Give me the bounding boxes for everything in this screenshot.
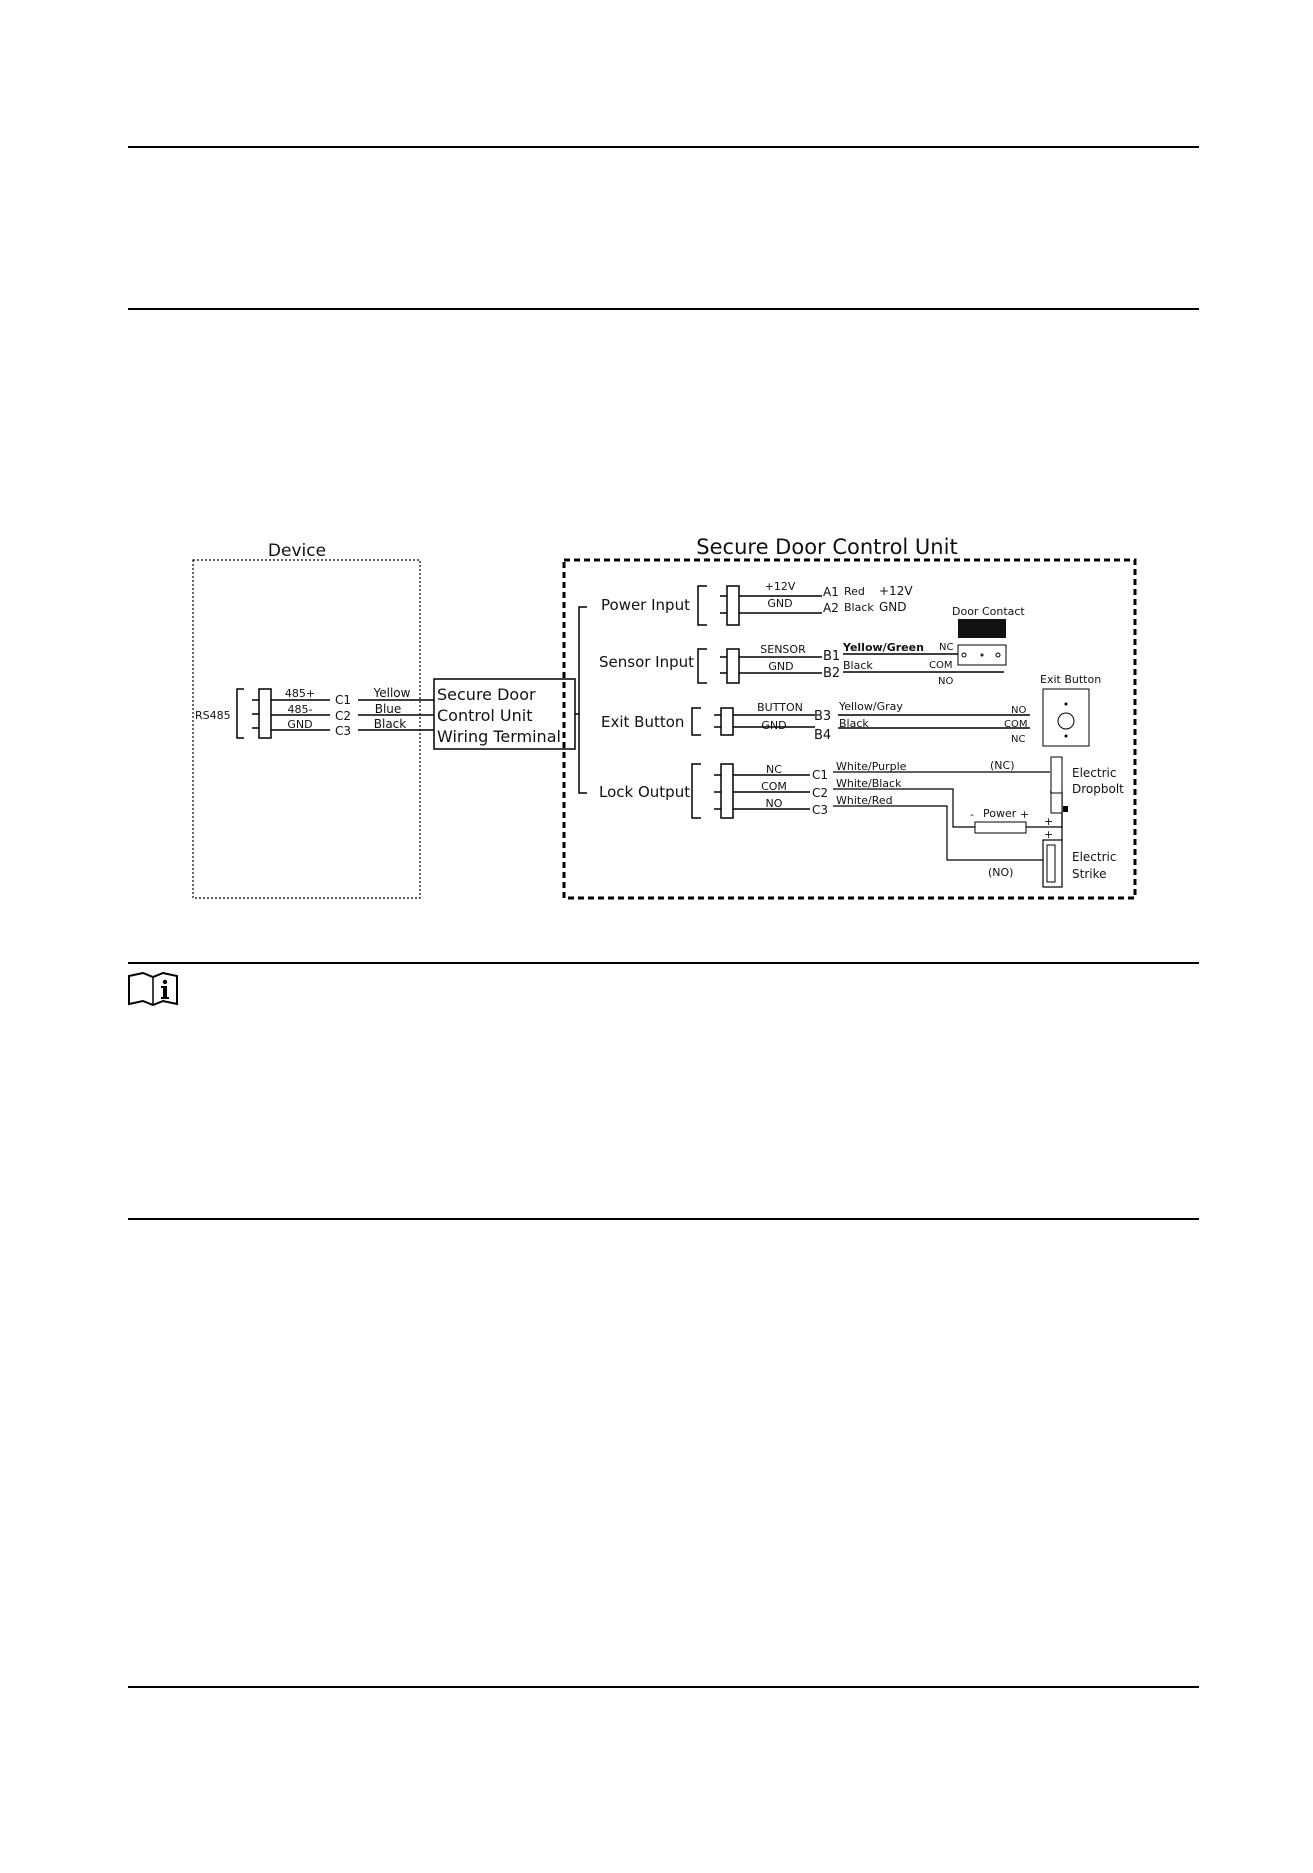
power-pin-2-terminal: A2 [823, 601, 839, 615]
sensor-pin-1-wire: Yellow/Green [842, 641, 924, 654]
sensor-pin-1-signal: SENSOR [760, 643, 806, 656]
strike-label-2: Strike [1072, 867, 1107, 881]
page-rule-3 [128, 962, 1199, 964]
dropbolt-label-1: Electric [1072, 766, 1116, 780]
page-rule-2 [128, 308, 1199, 310]
info-note-icon [128, 972, 178, 1006]
control-unit-box [562, 558, 1137, 900]
device-pin-3-signal: GND [287, 718, 312, 731]
exit-pin-1-wire: Yellow/Gray [838, 700, 903, 713]
dropbolt-pin [1063, 806, 1068, 812]
power-minus-label: - [970, 808, 974, 821]
control-unit-title: Secure Door Control Unit [696, 535, 957, 559]
door-contact-label: Door Contact [952, 605, 1025, 618]
exit-button-label: Exit Button [601, 713, 684, 731]
lock-pin-1-terminal: C1 [812, 768, 828, 782]
lock-pin-2-wire: White/Black [836, 777, 902, 790]
power-pin-2-signal: GND [767, 597, 792, 610]
page-rule-4 [128, 1218, 1199, 1220]
exit-pin-2-wire: Black [839, 717, 869, 730]
lock-pin-1-wire: White/Purple [836, 760, 907, 773]
exit-button-device-label: Exit Button [1040, 673, 1101, 686]
door-contact-com: COM [929, 660, 952, 671]
lock-pin-3-signal: NO [766, 797, 783, 810]
sensor-input-label: Sensor Input [599, 653, 694, 671]
power-pin-2-dest: GND [879, 600, 907, 614]
lock-pin-3-terminal: C3 [812, 803, 828, 817]
device-connector [236, 688, 272, 739]
sensor-pin-1-terminal: B1 [823, 649, 840, 664]
sensor-pin-2-signal: GND [768, 660, 793, 673]
exit-button-push-icon [1057, 712, 1075, 730]
power-connector [697, 585, 822, 626]
device-pin-2-signal: 485- [288, 703, 313, 716]
exit-contact-com: COM [1004, 719, 1027, 730]
dropbolt-body [1050, 756, 1063, 814]
device-pin-2-terminal: C2 [335, 709, 351, 723]
power-pin-1-signal: +12V [765, 580, 796, 593]
wiring-terminal-line-2: Control Unit [437, 706, 533, 725]
exit-button-dot-top [1064, 702, 1068, 706]
device-pin-3-wire: Black [374, 717, 407, 731]
power-pin-1-terminal: A1 [823, 585, 839, 599]
wiring-terminal-line-3: Wiring Terminal [437, 727, 561, 746]
rs485-label: RS485 [195, 709, 231, 722]
lock-pin-2-terminal: C2 [812, 786, 828, 800]
lock-no-label: (NO) [988, 866, 1013, 879]
exit-connector [691, 707, 1030, 736]
power-plus-bottom: + [1044, 828, 1053, 841]
dropbolt-label-2: Dropbolt [1072, 782, 1124, 796]
strike-label-1: Electric [1072, 850, 1116, 864]
page-rule-5 [128, 1686, 1199, 1688]
power-plus-label: + [1020, 808, 1029, 821]
door-contact-nc: NC [939, 642, 953, 653]
lock-output-label: Lock Output [599, 783, 690, 801]
device-pin-1-signal: 485+ [285, 687, 315, 700]
lock-connector [691, 763, 810, 819]
door-contact-no: NO [938, 676, 953, 687]
door-contact-magnet [958, 619, 1006, 638]
device-pin-2-wire: Blue [375, 702, 402, 716]
power-supply-symbol [974, 821, 1027, 834]
device-pin-3-terminal: C3 [335, 724, 351, 738]
exit-pin-1-terminal: B3 [814, 709, 831, 724]
power-input-label: Power Input [601, 596, 690, 614]
device-pin-1-terminal: C1 [335, 693, 351, 707]
strike-plate [1046, 844, 1056, 883]
device-box [192, 559, 421, 899]
power-label: Power [983, 807, 1017, 820]
sensor-pin-2-terminal: B2 [823, 666, 840, 681]
exit-button-dot-bottom [1064, 734, 1068, 738]
lock-pin-2-signal: COM [761, 780, 787, 793]
power-plus-top: + [1044, 815, 1053, 828]
wiring-terminal-line-1: Secure Door [437, 685, 536, 704]
device-title: Device [268, 541, 326, 561]
device-pin-1-wire: Yellow [373, 686, 411, 700]
lock-nc-label: (NC) [990, 759, 1015, 772]
exit-pin-2-terminal: B4 [814, 728, 831, 743]
device-wires [271, 699, 434, 731]
sensor-connector [697, 648, 1004, 684]
door-contact-terminals [961, 652, 1001, 658]
exit-contact-nc: NC [1011, 734, 1025, 745]
group-bracket [575, 606, 587, 794]
page-rule-1 [128, 146, 1199, 148]
power-pin-1-wire: Red [844, 585, 865, 598]
lock-pin-1-signal: NC [766, 763, 782, 776]
wiring-diagram: Device RS485 485+ 485- GND C1 C2 C3 Yell… [192, 535, 1137, 900]
sensor-pin-2-wire: Black [843, 659, 873, 672]
exit-contact-no: NO [1011, 705, 1026, 716]
power-pin-2-wire: Black [844, 601, 874, 614]
lock-pin-3-wire: White/Red [836, 794, 893, 807]
exit-pin-1-signal: BUTTON [757, 701, 803, 714]
exit-pin-2-signal: GND [761, 719, 786, 732]
power-pin-1-dest: +12V [879, 584, 913, 598]
